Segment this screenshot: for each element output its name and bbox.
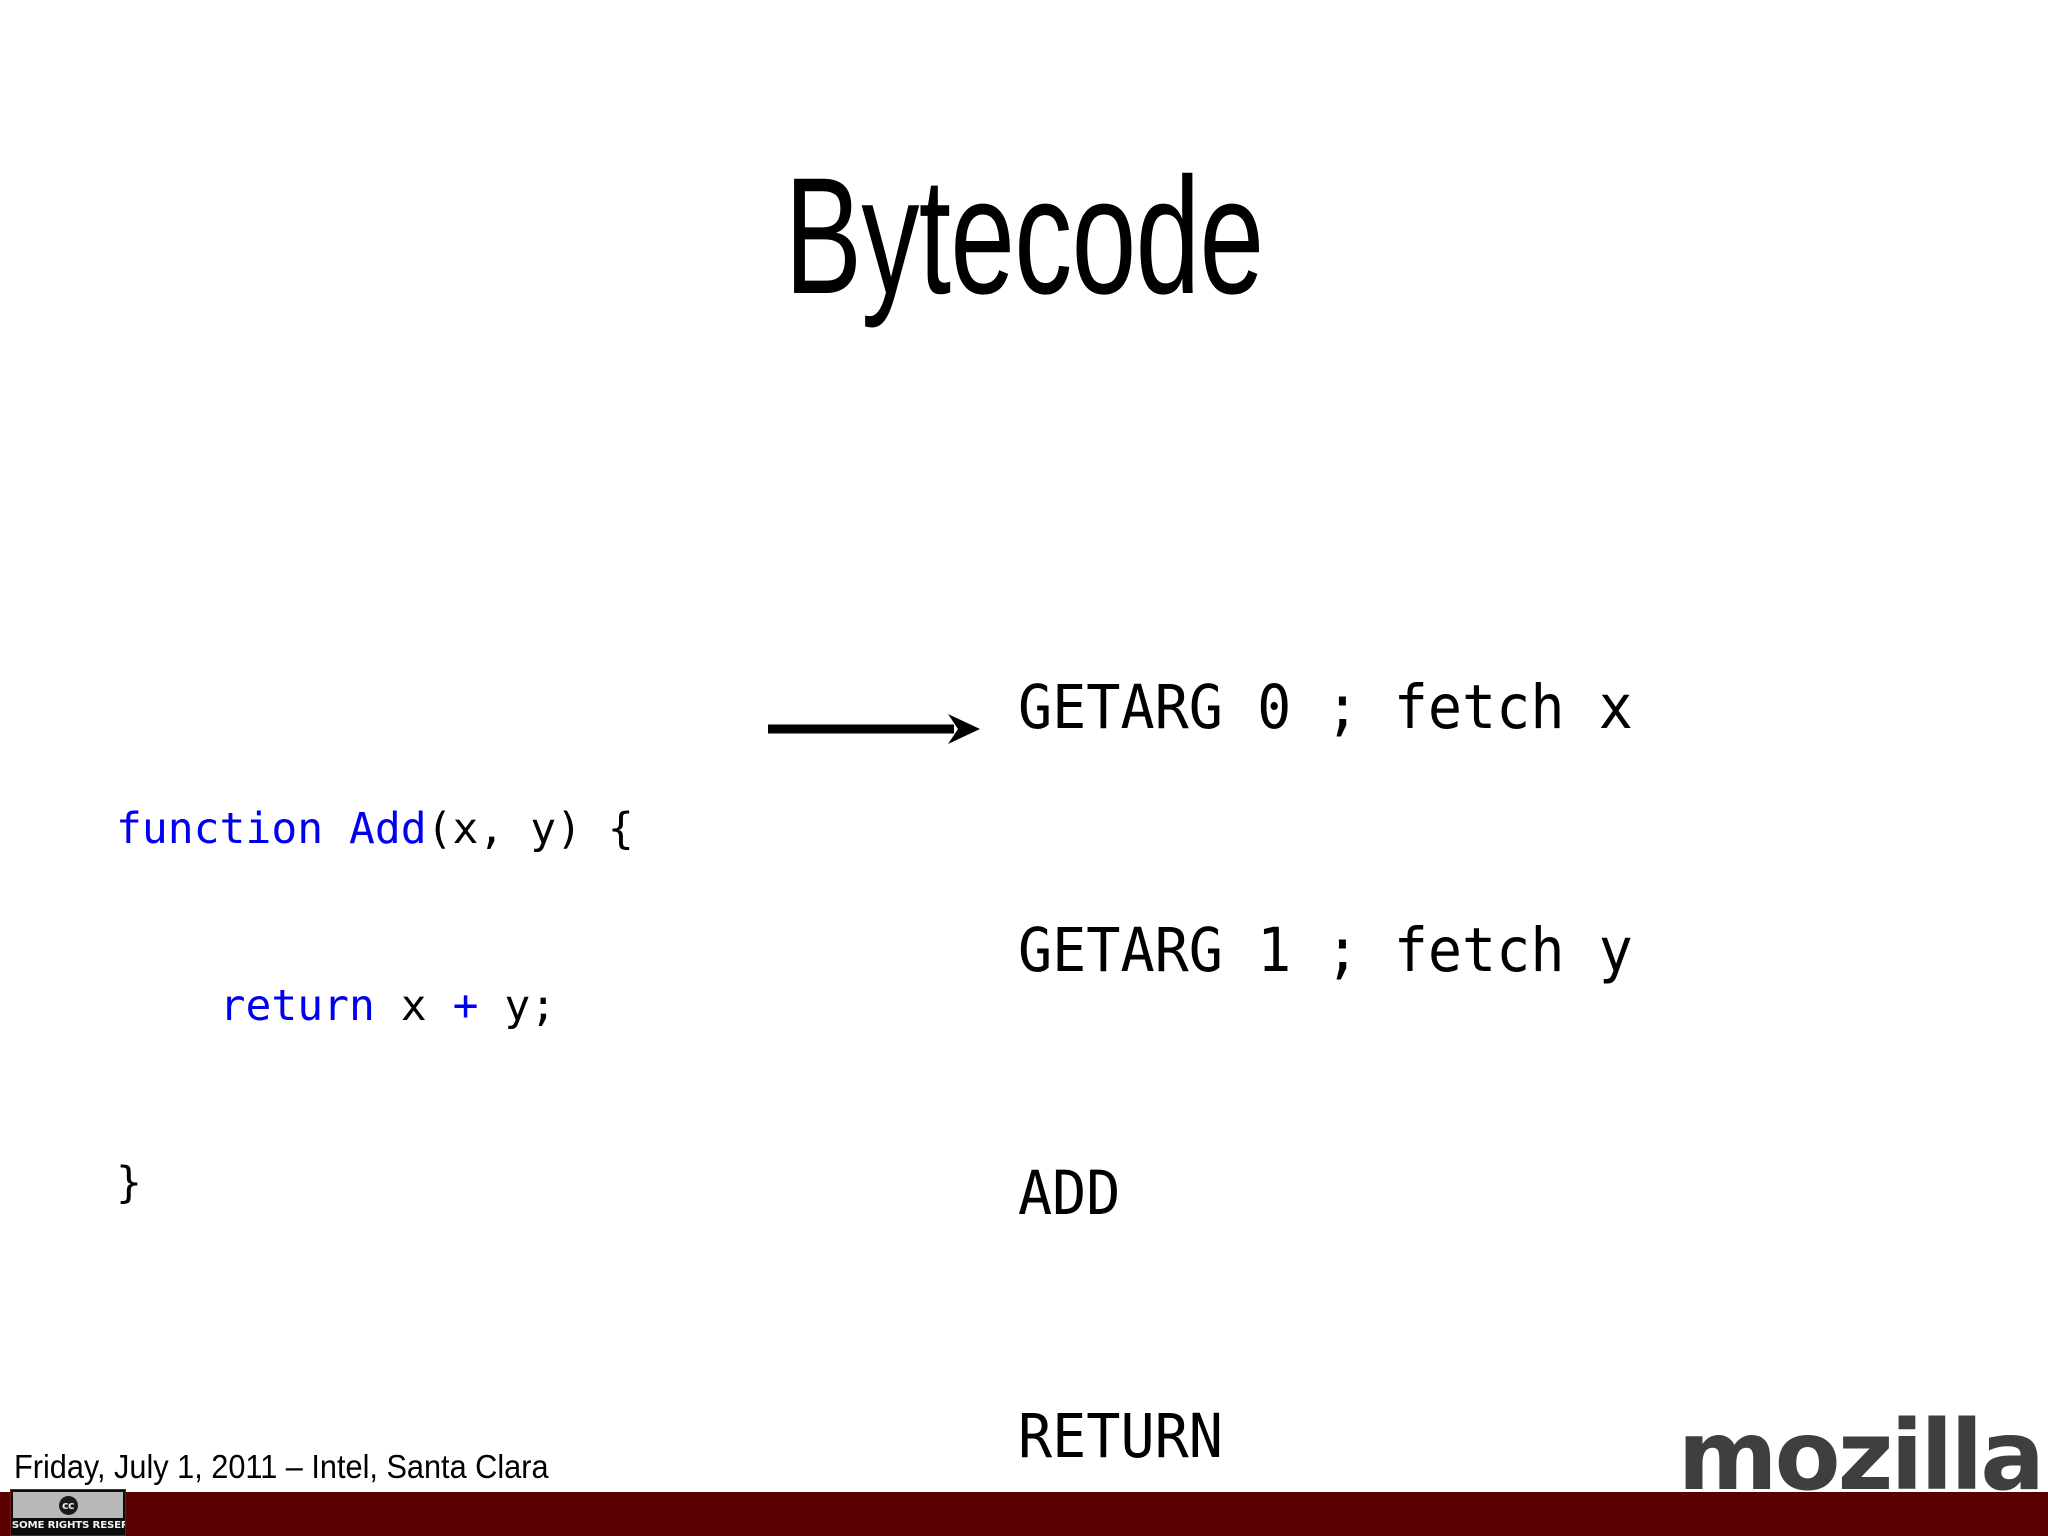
bytecode-line: GETARG 1 ; fetch y <box>1018 915 1633 986</box>
cc-badge-upper: cc <box>13 1492 123 1518</box>
space <box>323 804 349 854</box>
keyword-return: return <box>219 981 375 1031</box>
cc-badge-label: SOME RIGHTS RESERVED <box>11 1520 125 1531</box>
source-code-line: function Add(x, y) { <box>116 800 634 859</box>
operator-plus: + <box>452 981 479 1031</box>
creative-commons-icon: cc <box>58 1495 78 1515</box>
operand-x: x <box>400 981 453 1031</box>
bytecode-line: RETURN <box>1018 1401 1223 1472</box>
page-title: Bytecode <box>784 144 1265 329</box>
source-code-block: function Add(x, y) { return x + y; } <box>116 682 634 1331</box>
keyword-function: function <box>116 804 324 854</box>
indent <box>116 981 220 1031</box>
closing-brace: } <box>116 1158 142 1208</box>
space <box>375 981 401 1031</box>
bytecode-listing: GETARG 0 ; fetch x GETARG 1 ; fetch y AD… <box>1018 515 1633 1536</box>
operand-y: y; <box>478 981 557 1031</box>
function-name: Add <box>349 804 427 854</box>
footer-bar <box>0 1492 2048 1536</box>
bytecode-line: ADD <box>1018 1158 1121 1229</box>
bytecode-line: GETARG 0 ; fetch x <box>1018 672 1633 743</box>
compiles-to-arrow-icon <box>768 714 980 744</box>
function-params: (x, y) { <box>426 804 634 854</box>
source-code-line: return x + y; <box>116 977 634 1036</box>
source-code-line: } <box>116 1154 634 1213</box>
mozilla-logo: mozilla <box>1677 1400 2045 1512</box>
footer-date-venue: Friday, July 1, 2011 – Intel, Santa Clar… <box>14 1448 549 1485</box>
creative-commons-badge[interactable]: cc SOME RIGHTS RESERVED <box>10 1489 126 1536</box>
